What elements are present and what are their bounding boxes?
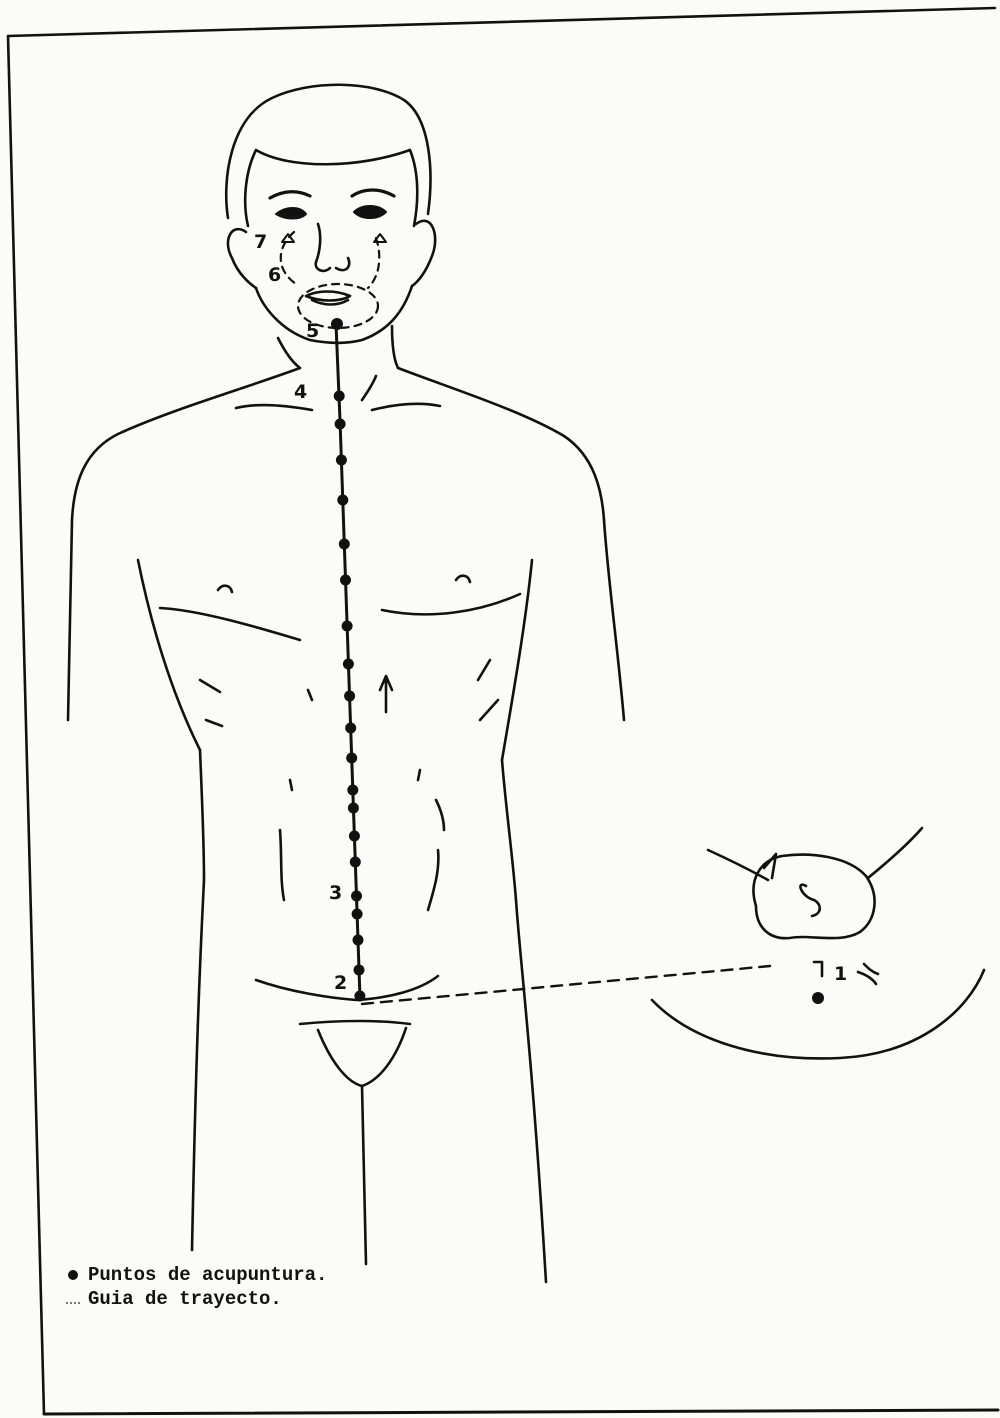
acupoint-7 <box>342 621 353 632</box>
head <box>226 85 435 343</box>
acupoint-15 <box>350 857 361 868</box>
point-label-2: 2 <box>334 974 347 993</box>
legend-points-label: Puntos de acupuntura. <box>88 1264 327 1286</box>
legend: Puntos de acupuntura. Guia de trayecto. <box>66 1263 327 1311</box>
legend-points-row: Puntos de acupuntura. <box>66 1263 327 1287</box>
point-label-6: 6 <box>268 266 281 285</box>
dotted-line-icon <box>66 1294 80 1304</box>
point-label-5: 5 <box>306 322 319 341</box>
point-label-3: 3 <box>329 884 342 903</box>
acupoint-12 <box>347 785 358 796</box>
acupoint-chin <box>331 318 343 330</box>
triangle-markers <box>282 234 386 242</box>
acupoint-20 <box>354 991 365 1002</box>
direction-arrow <box>380 676 392 712</box>
acupuncture-points <box>331 318 824 1004</box>
point-dot-icon <box>68 1270 78 1280</box>
acupoint-1 <box>334 391 345 402</box>
acupoint-10 <box>345 723 356 734</box>
acupoint-13 <box>348 803 359 814</box>
acupoint-2 <box>335 419 346 430</box>
acupoint-4 <box>337 495 348 506</box>
acupoint-17 <box>352 909 363 920</box>
acupoint-16 <box>351 891 362 902</box>
acupoint-19 <box>354 965 365 976</box>
acupoint-18 <box>353 935 364 946</box>
legend-path-row: Guia de trayecto. <box>66 1287 327 1311</box>
acupoint-3 <box>336 455 347 466</box>
acupoint-9 <box>344 691 355 702</box>
point-label-4: 4 <box>294 383 307 402</box>
point-label-7: 7 <box>254 233 267 252</box>
torso <box>68 326 624 1282</box>
legend-path-label: Guia de trayecto. <box>88 1288 282 1310</box>
face-path <box>281 232 380 328</box>
inset-view <box>652 828 984 1058</box>
acupoint-14 <box>349 831 360 842</box>
page-frame <box>8 8 998 1414</box>
point-label-1: 1 <box>834 965 847 984</box>
acupoint-5 <box>339 539 350 550</box>
acupoint-6 <box>340 575 351 586</box>
acupoint-8 <box>343 659 354 670</box>
acupoint-perineum <box>812 992 824 1004</box>
acupoint-11 <box>346 753 357 764</box>
